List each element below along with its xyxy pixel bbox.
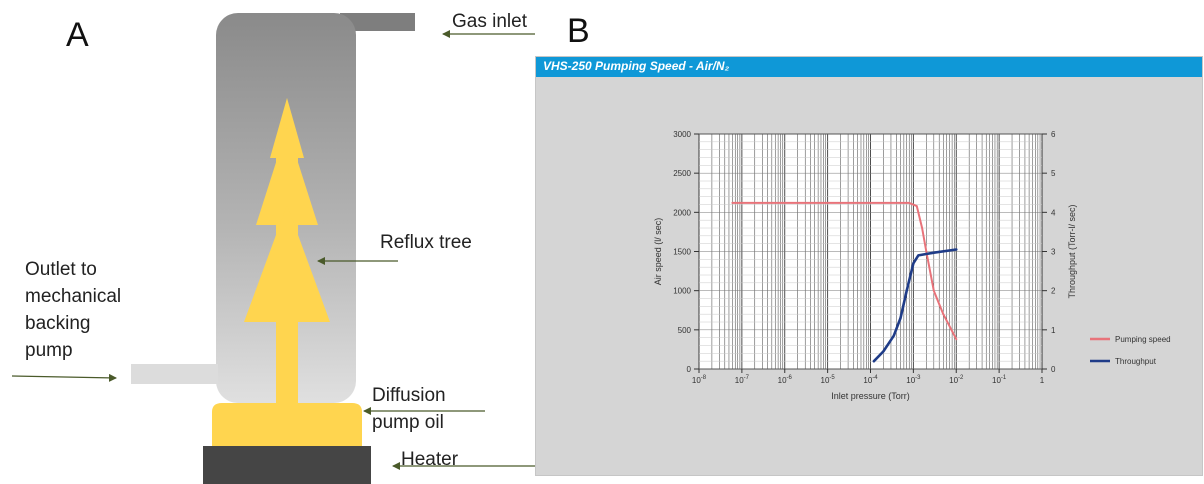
- y-left-tick-label: 500: [678, 326, 692, 335]
- y-right-tick-label: 5: [1051, 169, 1056, 178]
- outlet-label-line: pump: [25, 340, 73, 361]
- x-tick-label: 10-6: [778, 375, 793, 385]
- y-right-tick-label: 1: [1051, 326, 1056, 335]
- y-left-tick-label: 0: [687, 365, 692, 374]
- heater: [203, 446, 371, 484]
- diffusion-label-line: Diffusion: [372, 385, 446, 406]
- panel-b-letter: B: [567, 12, 590, 50]
- x-tick-label: 10-4: [863, 375, 878, 385]
- y-left-axis-label: Air speed (l/ sec): [653, 218, 663, 286]
- gas-inlet-label: Gas inlet: [452, 11, 527, 32]
- y-left-tick-label: 1500: [673, 248, 691, 257]
- pointer-arrows: [11, 30, 536, 470]
- outlet-arrow: [11, 373, 117, 382]
- panel-a-letter: A: [66, 16, 89, 54]
- diffusion-oil-label: Diffusion pump oil: [372, 382, 446, 436]
- y-right-tick-label: 2: [1051, 287, 1056, 296]
- x-tick-label: 10-2: [949, 375, 964, 385]
- chart-header-bar: VHS-250 Pumping Speed - Air/N₂: [536, 57, 1202, 77]
- diffusion-pump-oil: [212, 403, 362, 446]
- outlet-label: Outlet to mechanical backing pump: [25, 256, 121, 364]
- x-tick-label: 10-5: [821, 375, 836, 385]
- y-left-tick-label: 1000: [673, 287, 691, 296]
- pumping-speed-chart-card: VHS-250 Pumping Speed - Air/N₂ 0 500 1000 1…: [535, 56, 1203, 476]
- reflux-tree-label: Reflux tree: [380, 232, 472, 253]
- series-line-pumping-speed: [731, 201, 958, 341]
- x-tick-label: 10-1: [992, 375, 1007, 385]
- y-right-tick-label: 6: [1051, 130, 1056, 139]
- gas-inlet-pipe: [340, 13, 415, 31]
- x-tick-label: 10-8: [692, 375, 707, 385]
- y-right-tick-label: 4: [1051, 208, 1056, 217]
- x-tick-label: 1: [1040, 376, 1045, 385]
- x-tick-label: 10-7: [735, 375, 750, 385]
- legend-label: Throughput: [1115, 357, 1157, 366]
- y-left-tick-label: 2500: [673, 169, 691, 178]
- legend-label: Pumping speed: [1115, 335, 1171, 344]
- chart-title: VHS-250 Pumping Speed - Air/N₂: [543, 59, 730, 73]
- y-left-tick-label: 2000: [673, 208, 691, 217]
- heater-label: Heater: [401, 449, 459, 470]
- grid: [698, 133, 1042, 370]
- outlet-pipe: [131, 364, 218, 384]
- outlet-label-line: mechanical: [25, 286, 122, 307]
- y-right-axis-label: Throughput (Torr-l/ sec): [1067, 204, 1077, 298]
- reflux-tree: [244, 98, 330, 410]
- outlet-label-line: backing: [25, 313, 91, 334]
- x-axis-label: Inlet pressure (Torr): [831, 391, 910, 401]
- outlet-label-line: Outlet to: [25, 259, 97, 280]
- y-right-tick-label: 3: [1051, 248, 1056, 257]
- y-right-tick-label: 0: [1051, 365, 1056, 374]
- x-tick-label: 10-3: [906, 375, 921, 385]
- diffusion-label-line: pump oil: [372, 412, 444, 433]
- y-left-tick-label: 3000: [673, 130, 691, 139]
- series-line-throughput: [872, 248, 958, 363]
